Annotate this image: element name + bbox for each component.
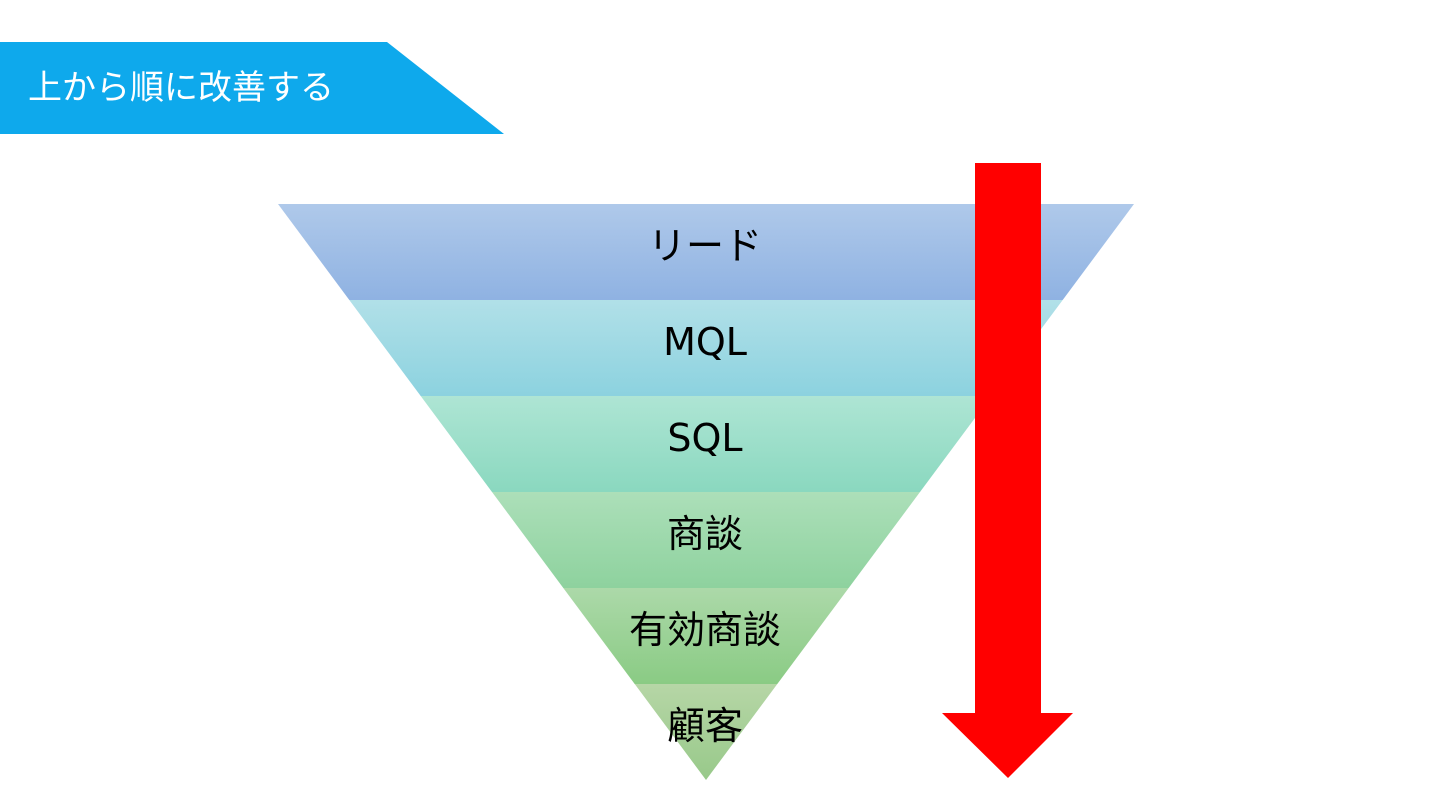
funnel-band-meeting — [492, 492, 920, 588]
funnel-band-customer — [634, 684, 778, 780]
banner-title: 上から順に改善する — [28, 68, 334, 108]
banner-shape — [0, 42, 504, 134]
funnel-stage-label-qualified-meeting: 有効商談 — [628, 608, 781, 652]
funnel-stage-label-customer: 顧客 — [666, 704, 743, 748]
funnel-stage-label-mql: MQL — [663, 320, 747, 364]
funnel-band-sql — [420, 396, 992, 492]
funnel-band-mql — [349, 300, 1063, 396]
funnel-stage-label-lead: リード — [647, 224, 762, 268]
funnel-band-lead — [278, 204, 1134, 300]
funnel-band-qualified-meeting — [563, 588, 849, 684]
funnel-stage-label-meeting: 商談 — [666, 512, 743, 556]
down-arrow-shape — [942, 163, 1073, 778]
funnel-stage-label-sql: SQL — [667, 416, 743, 460]
